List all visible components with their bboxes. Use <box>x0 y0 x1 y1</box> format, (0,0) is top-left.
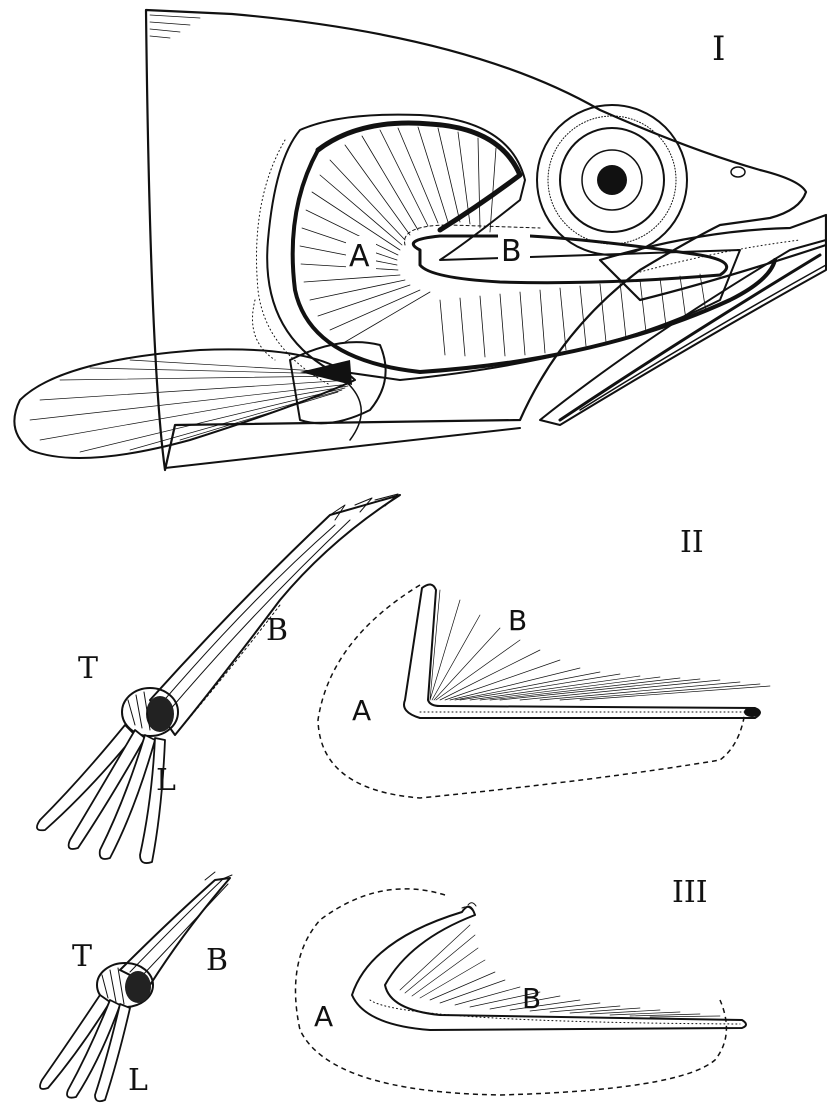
fig3-fingers <box>40 995 130 1101</box>
fig2-label-b: B <box>508 604 527 637</box>
fig3-label-b-rod: B <box>206 943 228 978</box>
figure-3: T B L III A B <box>40 872 746 1101</box>
fig3-gill-arch-section <box>296 889 747 1095</box>
fig2-fingers <box>37 725 165 863</box>
eye <box>537 105 687 255</box>
fig2-label-t: T <box>78 651 98 686</box>
fig2-roman-numeral: II <box>680 525 704 560</box>
head-shading <box>150 15 200 38</box>
figure-2: T B L II A B <box>37 494 770 863</box>
figure-1-fish-head: I A B <box>14 10 826 470</box>
fig1-roman-numeral: I <box>712 29 725 69</box>
fig1-label-a: A <box>349 239 370 274</box>
pectoral-fin <box>14 349 355 458</box>
fig2-label-l: L <box>156 763 176 798</box>
fig2-label-a: A <box>352 694 371 727</box>
fig1-label-b: B <box>501 234 522 269</box>
fig3-label-b: B <box>522 982 541 1015</box>
fig2-gill-arch-section <box>318 584 770 798</box>
fig3-label-l: L <box>128 1063 148 1098</box>
fig2-label-b-rod: B <box>266 613 288 648</box>
fig3-label-t: T <box>72 939 92 974</box>
fig3-roman-numeral: III <box>672 875 708 910</box>
fig3-label-a: A <box>314 1000 333 1033</box>
